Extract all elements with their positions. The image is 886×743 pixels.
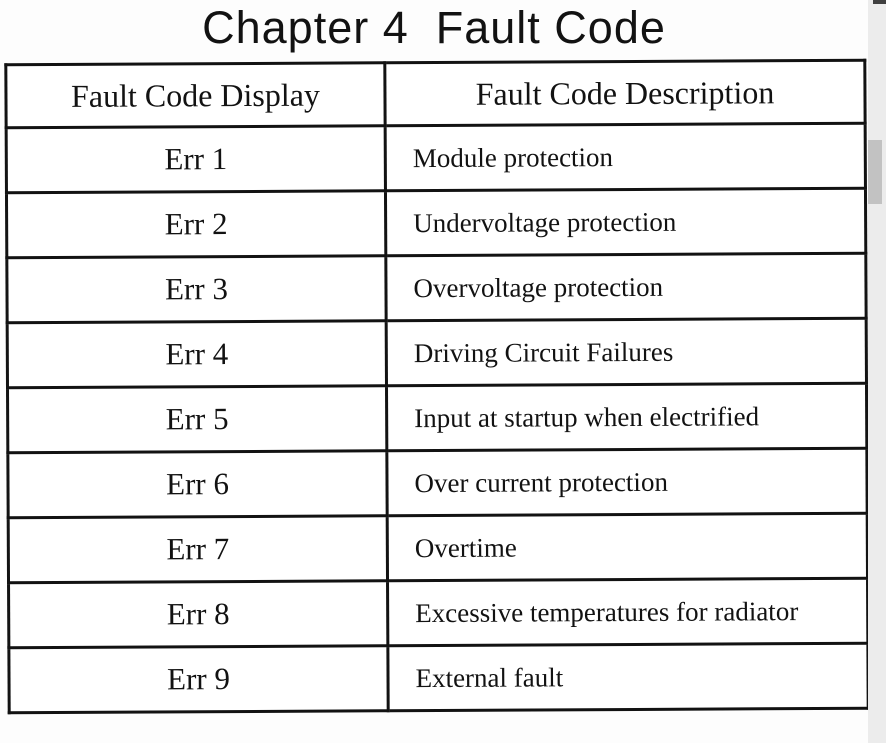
fault-code-table: Fault Code Display Fault Code Descriptio…	[4, 59, 869, 715]
fault-code-cell: Err 5	[7, 385, 387, 453]
fault-code-cell: Err 2	[6, 190, 386, 258]
table-header-row: Fault Code Display Fault Code Descriptio…	[5, 60, 866, 128]
fault-description-cell: Undervoltage protection	[385, 188, 866, 256]
fault-description-cell: External fault	[387, 643, 869, 711]
fault-code-cell: Err 3	[6, 255, 387, 323]
column-header-fault-code-display: Fault Code Display	[5, 62, 386, 128]
fault-description-cell: Overtime	[387, 513, 868, 581]
fault-code-cell: Err 1	[6, 125, 386, 193]
scrollbar-thumb[interactable]	[868, 140, 882, 204]
fault-description-cell: Overvoltage protection	[385, 253, 867, 321]
fault-description-cell: Input at startup when electrified	[386, 383, 867, 451]
fault-description-cell: Excessive temperatures for radiator	[387, 578, 868, 646]
fault-code-cell: Err 9	[8, 645, 389, 713]
fault-code-cell: Err 8	[8, 580, 388, 648]
fault-code-cell: Err 6	[7, 450, 388, 518]
scrollbar-top-bar	[873, 0, 886, 4]
fault-description-cell: Module protection	[385, 123, 866, 191]
fault-code-cell: Err 7	[8, 515, 388, 583]
fault-code-cell: Err 4	[7, 320, 387, 388]
column-header-fault-code-description: Fault Code Description	[384, 60, 866, 126]
page-title: Chapter 4 Fault Code	[202, 2, 666, 53]
fault-description-cell: Over current protection	[386, 448, 868, 516]
fault-description-cell: Driving Circuit Failures	[386, 318, 867, 386]
scrollbar-track[interactable]	[868, 0, 886, 743]
